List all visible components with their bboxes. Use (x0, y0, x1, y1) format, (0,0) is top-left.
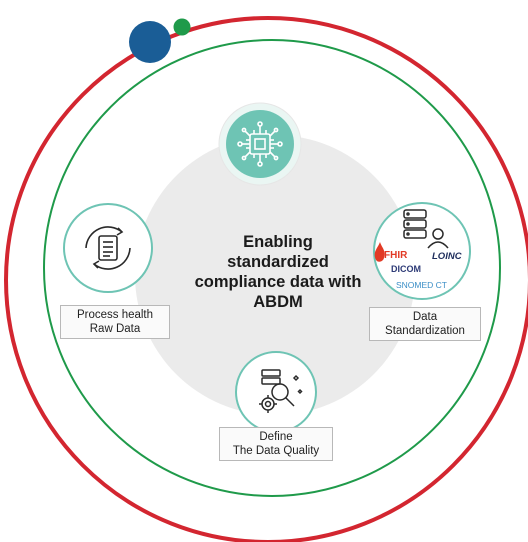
database-user-icon (403, 209, 449, 249)
fhir-logo: FHIR (384, 250, 408, 261)
chip-icon (237, 121, 283, 167)
center-title-line: standardized (227, 253, 329, 271)
process-label: Process health Raw Data (60, 305, 170, 339)
quality-node (235, 351, 317, 433)
standardization-label-line: Data (412, 311, 438, 323)
dicom-logo: DICOM (391, 264, 421, 274)
center-disc (135, 135, 415, 415)
standardization-node (373, 202, 471, 300)
standardization-label: Data Standardization (369, 307, 481, 341)
center-title: Enabling standardized compliance data wi… (188, 232, 368, 312)
process-node (63, 203, 153, 293)
blue-dot (129, 21, 171, 63)
inner-ring (43, 39, 501, 497)
process-label-line: Process health (76, 309, 154, 321)
standardization-label-line: Standardization (385, 325, 465, 337)
snomed-logo: SNOMED CT (396, 280, 447, 290)
outer-ring (4, 16, 528, 542)
quality-label-line: The Data Quality (232, 445, 320, 457)
center-title-line: Enabling (243, 233, 313, 251)
center-title-line: compliance data with (194, 273, 362, 291)
quality-label-line: Define (259, 431, 293, 443)
fhir-flame-icon (374, 242, 385, 262)
center-title-line: ABDM (253, 293, 303, 311)
process-cycle-icon (85, 226, 131, 270)
green-dot (173, 18, 191, 36)
process-label-line: Raw Data (89, 323, 141, 335)
chip-node (218, 102, 302, 186)
loinc-logo: LOINC (432, 251, 462, 262)
quality-label: Define The Data Quality (219, 427, 333, 461)
quality-gear-search-icon (259, 369, 303, 413)
